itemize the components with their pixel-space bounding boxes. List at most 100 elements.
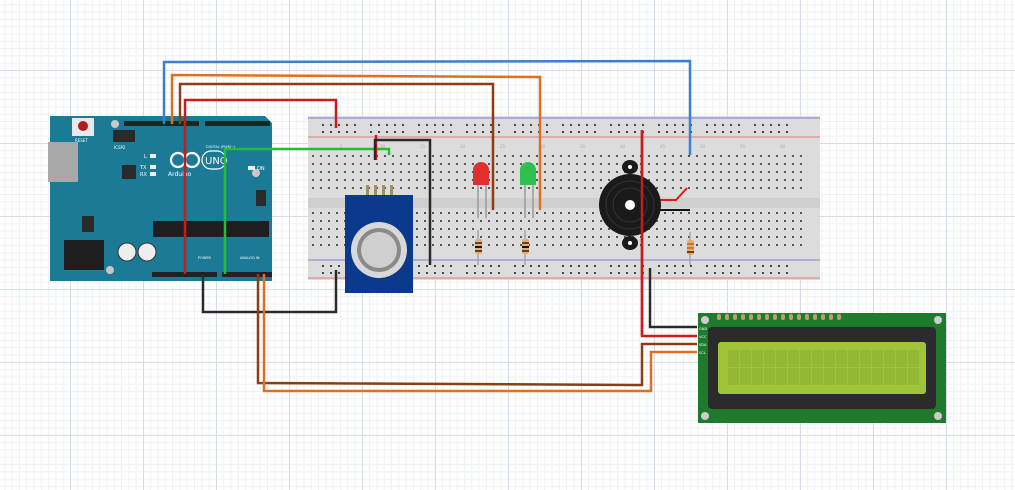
breadboard-hole <box>552 244 554 246</box>
wire-brown-a4-to-lcd-sda[interactable] <box>256 274 697 387</box>
breadboard-hole <box>376 179 378 181</box>
breadboard-hole <box>560 220 562 222</box>
breadboard-hole <box>688 171 690 173</box>
breadboard-hole <box>600 155 602 157</box>
breadboard-hole <box>568 171 570 173</box>
breadboard-hole <box>600 236 602 238</box>
breadboard-hole <box>416 155 418 157</box>
breadboard-hole <box>664 163 666 165</box>
breadboard-hole <box>392 179 394 181</box>
breadboard-hole <box>552 171 554 173</box>
breadboard-hole <box>408 179 410 181</box>
breadboard-hole <box>376 163 378 165</box>
breadboard-hole <box>544 244 546 246</box>
lcd-header-pad <box>725 314 729 320</box>
breadboard-hole <box>792 163 794 165</box>
breadboard-hole <box>552 155 554 157</box>
power-header <box>152 272 217 277</box>
wire-black-sensor-to-rail[interactable] <box>373 138 432 265</box>
breadboard-hole <box>328 220 330 222</box>
breadboard-hole <box>730 265 732 267</box>
lcd-header-pad <box>805 314 809 320</box>
breadboard-hole <box>704 228 706 230</box>
breadboard-hole <box>544 163 546 165</box>
lcd-character-cell <box>884 350 895 367</box>
wire-brown-pin10-to-red-led[interactable] <box>178 82 495 210</box>
breadboard-hole <box>720 236 722 238</box>
wire-orange-pin11-to-green-led[interactable] <box>170 73 542 210</box>
lcd-header-pad <box>781 314 785 320</box>
breadboard-hole <box>800 228 802 230</box>
wire-red-5v-to-rail[interactable] <box>183 98 338 274</box>
breadboard-hole <box>384 171 386 173</box>
wire-orange-a5-to-lcd-scl[interactable] <box>262 274 697 393</box>
breadboard-column-number: 55 <box>740 144 746 149</box>
breadboard-hole <box>610 131 612 133</box>
breadboard-hole <box>792 171 794 173</box>
breadboard-hole <box>434 272 436 274</box>
breadboard-hole <box>432 179 434 181</box>
breadboard-hole <box>336 171 338 173</box>
breadboard-hole <box>728 212 730 214</box>
breadboard-hole <box>472 220 474 222</box>
breadboard-hole <box>320 179 322 181</box>
breadboard-hole <box>600 187 602 189</box>
breadboard-hole <box>346 124 348 126</box>
breadboard-hole <box>336 212 338 214</box>
wire-blue-pin12-to-buzzer[interactable] <box>162 59 692 155</box>
lcd-character-cell <box>908 350 919 367</box>
breadboard-hole <box>504 220 506 222</box>
breadboard-hole <box>546 131 548 133</box>
breadboard-hole <box>610 265 612 267</box>
lcd-character-cell <box>776 368 787 385</box>
breadboard-hole <box>472 187 474 189</box>
usb-connector <box>48 142 78 182</box>
breadboard-hole <box>586 124 588 126</box>
breadboard-hole <box>656 155 658 157</box>
breadboard-hole <box>480 187 482 189</box>
breadboard-hole <box>320 155 322 157</box>
breadboard-hole <box>328 212 330 214</box>
breadboard-hole <box>320 187 322 189</box>
breadboard-hole <box>728 171 730 173</box>
breadboard-hole <box>456 228 458 230</box>
lcd-1602-i2c: GND VCC SDA SCL <box>698 313 946 423</box>
breadboard-hole <box>434 124 436 126</box>
mount-hole <box>934 316 942 324</box>
breadboard-hole <box>648 244 650 246</box>
lcd-header-pad <box>741 314 745 320</box>
breadboard-hole <box>656 228 658 230</box>
breadboard-hole <box>688 155 690 157</box>
breadboard-hole <box>498 265 500 267</box>
breadboard-hole <box>512 220 514 222</box>
breadboard-hole <box>416 171 418 173</box>
breadboard-hole <box>520 212 522 214</box>
breadboard-hole <box>480 155 482 157</box>
breadboard-hole <box>520 228 522 230</box>
breadboard-hole <box>504 244 506 246</box>
breadboard-hole <box>666 272 668 274</box>
breadboard-hole <box>560 212 562 214</box>
breadboard-hole <box>656 244 658 246</box>
breadboard-hole <box>792 236 794 238</box>
breadboard-hole <box>784 163 786 165</box>
breadboard-hole <box>752 171 754 173</box>
breadboard-hole <box>440 163 442 165</box>
wire-green-a0-to-sensor[interactable] <box>223 147 391 274</box>
breadboard-hole <box>672 171 674 173</box>
wire-black-rail-to-lcd-gnd[interactable] <box>648 268 697 329</box>
breadboard-hole <box>586 272 588 274</box>
breadboard-hole <box>578 124 580 126</box>
wire-black-gnd-to-rail[interactable] <box>201 270 338 314</box>
lcd-header-pad <box>829 314 833 320</box>
breadboard-hole <box>592 236 594 238</box>
resistor-band <box>522 246 529 248</box>
breadboard-hole <box>520 163 522 165</box>
breadboard-hole <box>464 228 466 230</box>
breadboard-hole <box>328 187 330 189</box>
breadboard-hole <box>800 163 802 165</box>
breadboard-hole <box>624 155 626 157</box>
breadboard-hole <box>552 212 554 214</box>
breadboard-hole <box>712 155 714 157</box>
